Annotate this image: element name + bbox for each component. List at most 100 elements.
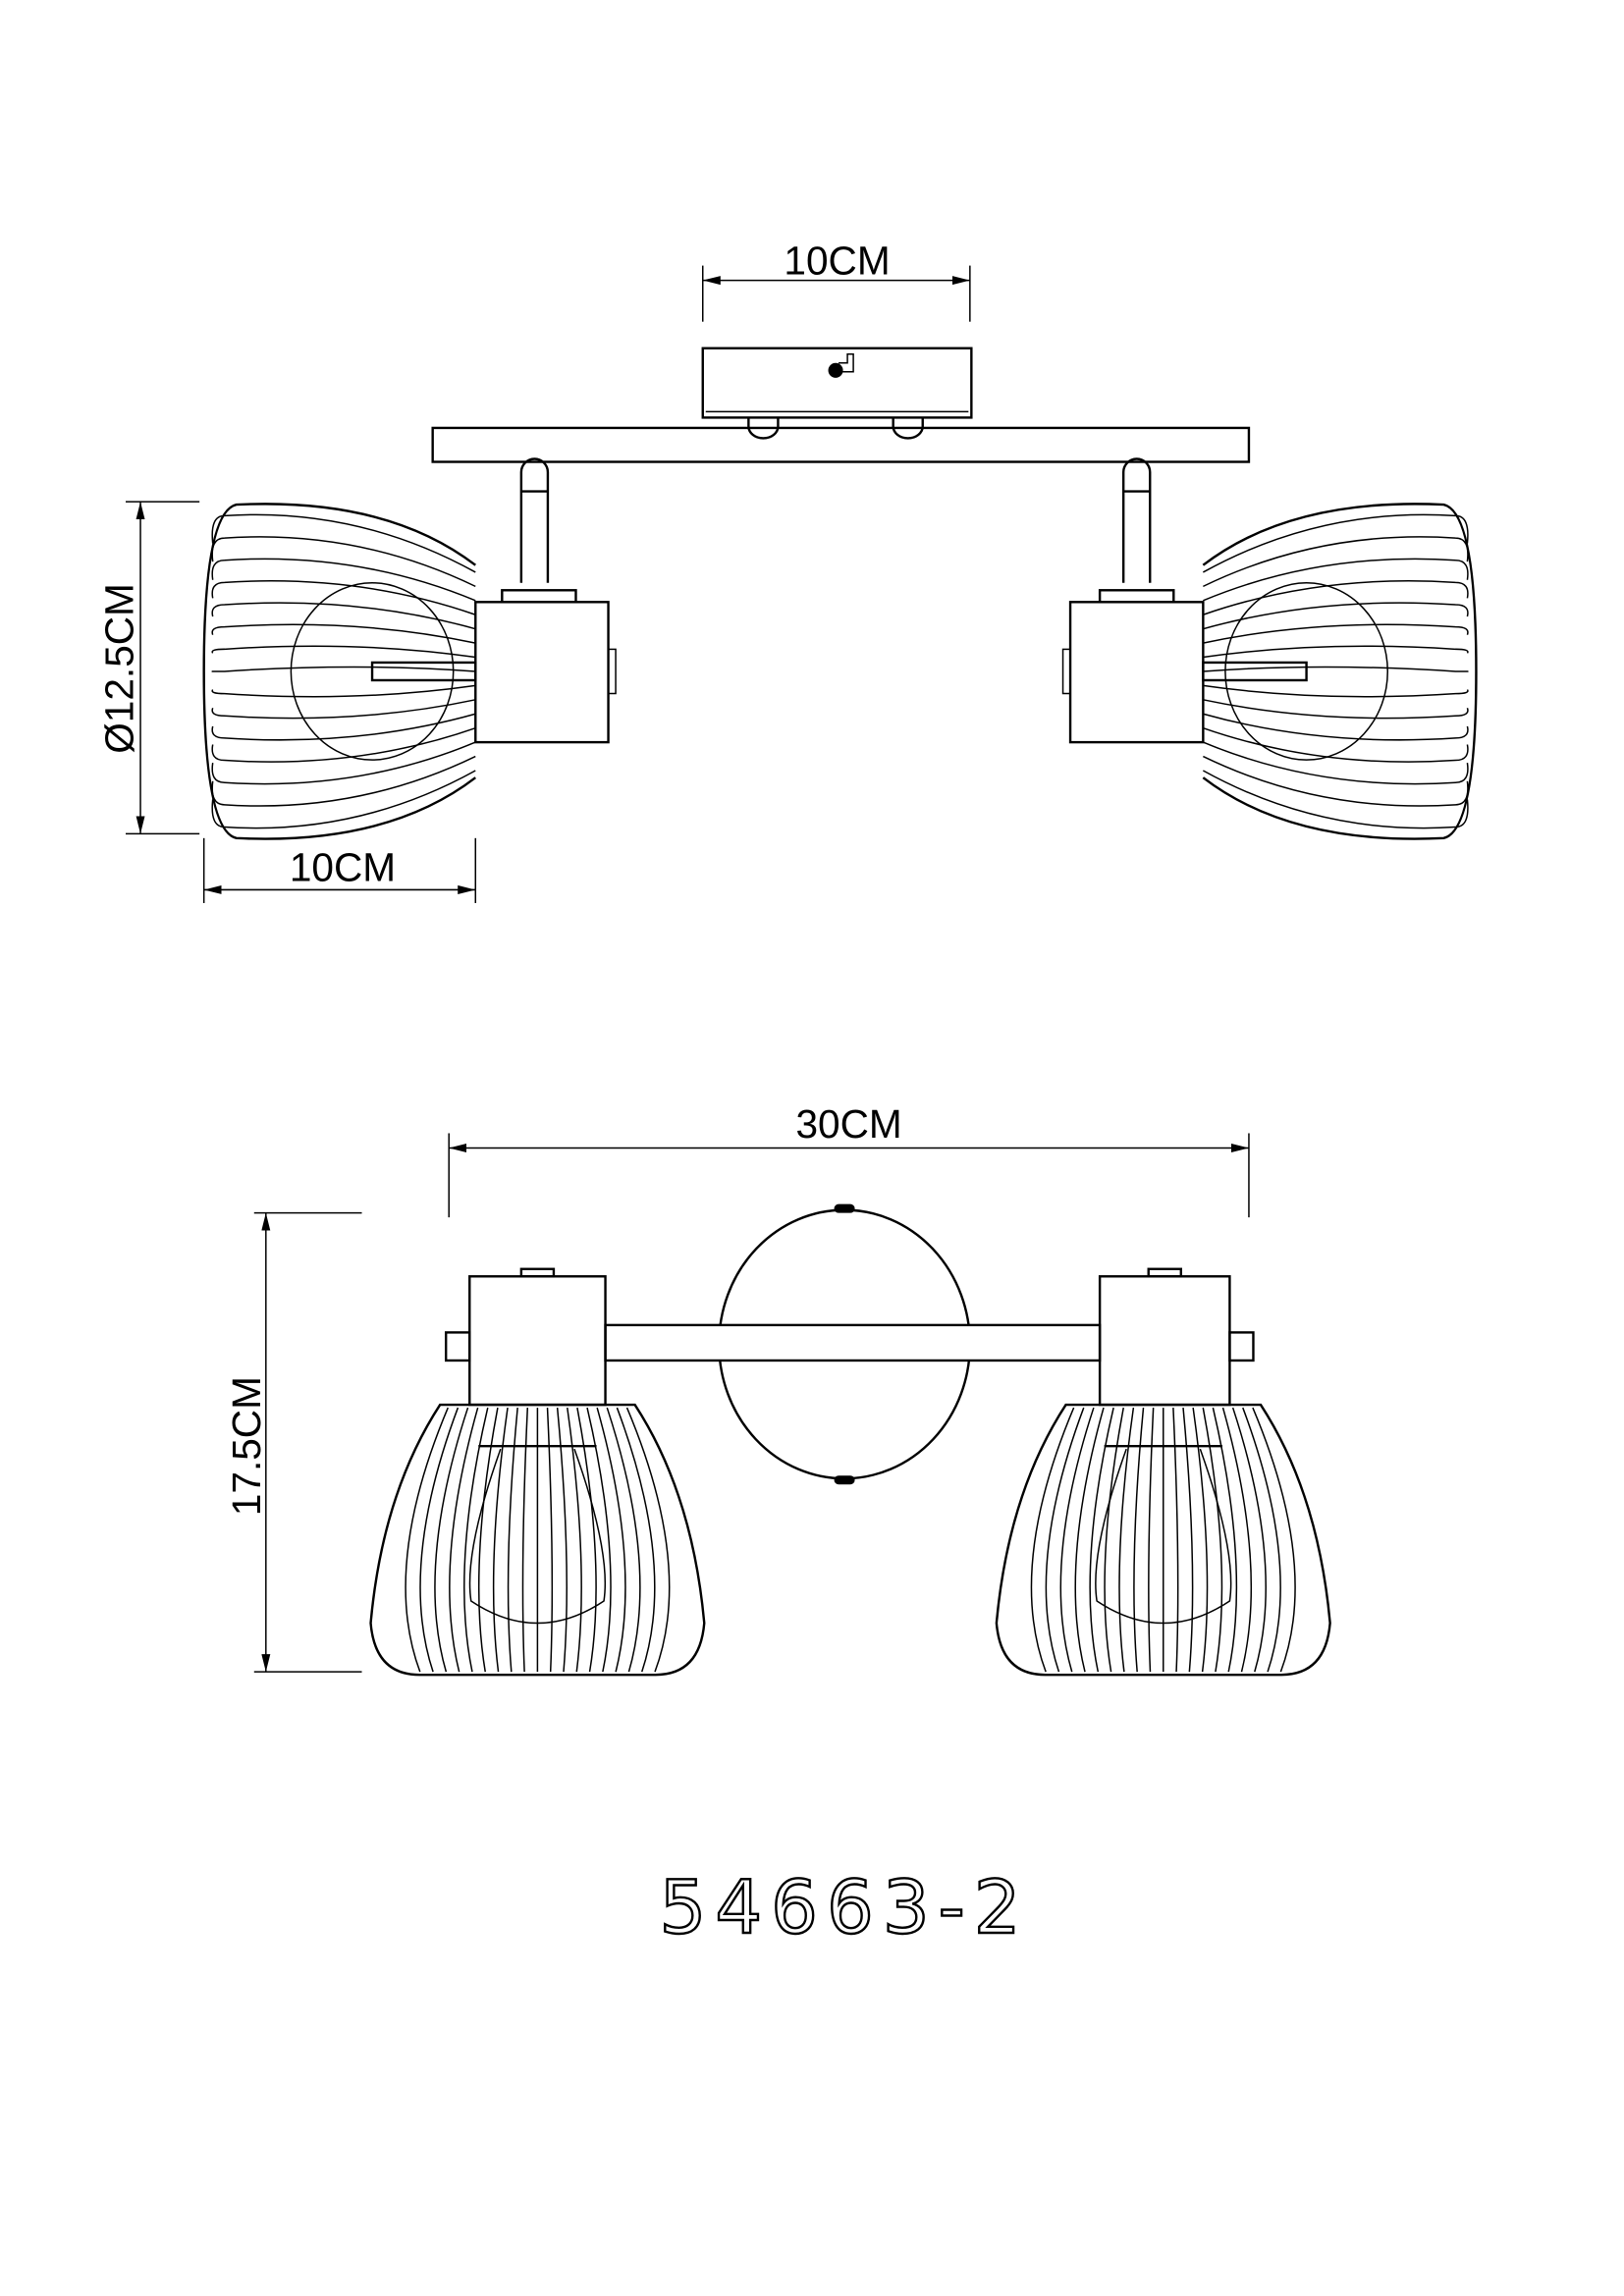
shade-rib — [1202, 770, 1469, 829]
shade-rib — [596, 1407, 626, 1673]
shade-rib — [211, 684, 476, 698]
shade-rib — [211, 726, 476, 763]
dimension-canopy-width: 10CM — [702, 239, 971, 322]
shade-rib — [211, 741, 476, 785]
shade-rib — [1203, 602, 1469, 630]
shade-rib — [1203, 645, 1469, 659]
overall-width-label: 30CM — [795, 1101, 901, 1147]
shade-rib — [211, 623, 476, 644]
shade-rib — [1203, 713, 1469, 741]
shade-rib — [1089, 1407, 1114, 1673]
shade-rib — [1231, 1407, 1267, 1673]
shade-rib — [477, 1407, 499, 1673]
shade-rib — [463, 1407, 489, 1673]
shade-rib — [1221, 1407, 1253, 1673]
dimension-shade-diameter: Ø12.5CM — [97, 501, 200, 835]
shade-rib — [1045, 1407, 1085, 1673]
shade-rib — [625, 1407, 671, 1673]
shade-rib — [211, 558, 476, 602]
dimension-overall-width: 30CM — [448, 1101, 1250, 1218]
overall-height-label: 17.5CM — [224, 1376, 269, 1516]
dimension-overall-height: 17.5CM — [224, 1211, 362, 1673]
canopy — [701, 347, 973, 440]
shade-rib — [1202, 513, 1469, 573]
shade-rib — [419, 1407, 460, 1673]
shade-rib — [1202, 1407, 1223, 1673]
bulb — [290, 582, 455, 761]
shade-rib — [1203, 666, 1469, 672]
shade-rib — [211, 580, 476, 615]
shade-rib — [1242, 1407, 1281, 1673]
shade-rib — [567, 1407, 582, 1673]
dimension-shade-depth: 10CM — [202, 837, 477, 903]
mounting-bar — [431, 426, 1251, 463]
shade-rib — [1148, 1408, 1155, 1673]
shade-top-view — [1202, 503, 1478, 840]
shade-top-view — [202, 503, 477, 840]
shade-outline — [1202, 503, 1478, 840]
shade-rib — [1203, 623, 1469, 644]
shade-outline — [369, 1403, 706, 1677]
shade-rib — [1059, 1407, 1095, 1673]
shade-diameter-label: Ø12.5CM — [97, 583, 142, 754]
shade-rib — [1203, 558, 1469, 602]
shade-rib — [1118, 1407, 1135, 1673]
shade-rib — [546, 1408, 554, 1673]
shade-rib — [211, 770, 476, 829]
shade-rib — [211, 602, 476, 630]
shade-rib — [492, 1407, 509, 1673]
shade-rib — [1203, 726, 1469, 763]
shade-rib — [1133, 1407, 1145, 1673]
shade-rib — [556, 1407, 568, 1673]
shade-rib — [434, 1407, 469, 1673]
shade-rib — [1203, 580, 1469, 615]
shade-rib — [211, 699, 476, 720]
shade-rib — [211, 713, 476, 741]
shade-front-view — [369, 1403, 706, 1677]
right-spot-top — [1061, 457, 1478, 840]
shade-rib — [586, 1407, 612, 1673]
top-view: 10CM — [97, 239, 1478, 903]
shade-rib — [616, 1407, 656, 1673]
front-view: 30CM 17.5CM — [224, 1101, 1331, 1677]
shade-front-view — [995, 1403, 1331, 1677]
cross-bar — [604, 1323, 1102, 1362]
shade-rib — [1203, 755, 1469, 807]
shade-rib — [1203, 684, 1469, 698]
left-spot-front — [369, 1267, 706, 1677]
shade-rib — [1192, 1407, 1209, 1673]
canopy-width-label: 10CM — [784, 239, 890, 284]
shade-rib — [1074, 1407, 1105, 1673]
shade-rib — [211, 666, 476, 672]
shade-rib — [1030, 1407, 1075, 1673]
shade-rib — [576, 1407, 597, 1673]
shade-band — [1202, 661, 1308, 682]
shade-rib — [521, 1408, 529, 1673]
shade-rib — [1203, 741, 1469, 785]
shade-rib — [1172, 1408, 1179, 1673]
shade-outline — [202, 503, 476, 840]
shade-rib — [211, 513, 476, 573]
shade-rib — [606, 1407, 641, 1673]
shade-rib — [1252, 1407, 1296, 1673]
left-spot-top — [202, 457, 617, 840]
shade-rib — [1104, 1407, 1124, 1673]
shade-rib — [507, 1407, 518, 1673]
shade-rib — [211, 755, 476, 807]
shade-rib — [211, 645, 476, 659]
bulb — [1224, 582, 1389, 761]
shade-rib — [211, 536, 476, 588]
shade-band — [370, 661, 477, 682]
shade-rib — [1203, 699, 1469, 720]
shade-rib — [1182, 1407, 1194, 1673]
shade-rib — [449, 1407, 479, 1673]
shade-rib — [1203, 536, 1469, 588]
shade-rib — [1212, 1407, 1238, 1673]
shade-depth-label: 10CM — [290, 844, 396, 889]
right-spot-front — [995, 1267, 1331, 1677]
shade-rib — [405, 1407, 449, 1673]
shade-outline — [995, 1403, 1331, 1677]
model-number: 54663-2 — [659, 1864, 1029, 1950]
